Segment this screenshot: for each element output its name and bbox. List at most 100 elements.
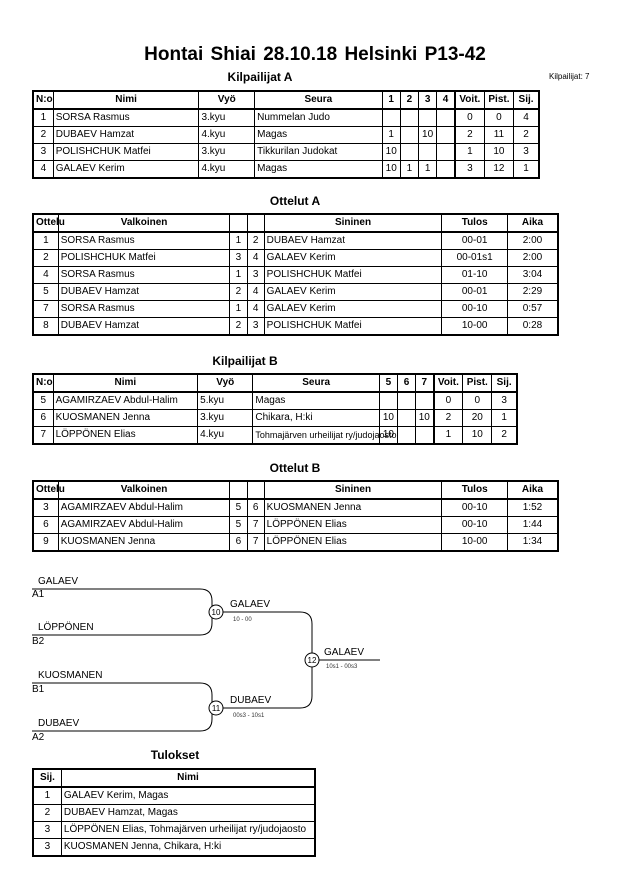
table-cell: 3 [32, 838, 62, 857]
table-cell: 4.kyu [197, 426, 254, 445]
table-cell: 7 [246, 533, 265, 552]
table-cell: 10-00 [441, 533, 508, 552]
table-cell: 10 [381, 160, 401, 179]
entry-seed: A2 [32, 732, 45, 743]
table-cell: 4 [246, 300, 265, 318]
table-cell: GALAEV Kerim [263, 300, 443, 318]
col-header: Seura [252, 373, 380, 393]
table-cell [396, 426, 417, 445]
table-cell: Magas [254, 126, 383, 144]
table-cell: 2:00 [506, 249, 559, 267]
table-cell: 10 [381, 143, 401, 161]
table-cell: AGAMIRZAEV Abdul-Halim [57, 516, 231, 534]
table-row: 5 DUBAEV Hamzat 2 4 GALAEV Kerim 00-01 2… [32, 283, 559, 301]
table-cell: 3:04 [506, 266, 559, 284]
table-cell: Chikara, H:ki [252, 409, 380, 427]
col-header [229, 480, 248, 500]
col-header: Ottelu [32, 480, 65, 500]
table-cell: 1 [32, 786, 62, 805]
table-cell: 6 [32, 516, 59, 534]
col-header: Sij. [32, 768, 62, 788]
page-title: Hontai Shiai 28.10.18 Helsinki P13-42 [144, 44, 486, 65]
match-number: 11 [212, 704, 221, 713]
table-cell: 5.kyu [197, 391, 254, 410]
bracket-lines [32, 588, 380, 732]
table-cell: GALAEV Kerim [263, 249, 443, 267]
table-cell: 1 [432, 426, 464, 445]
matches-b-title: Ottelut B [269, 461, 321, 475]
col-header: Nimi [60, 768, 316, 788]
entry-seed: B2 [32, 636, 45, 647]
table-cell: 3 [246, 317, 265, 336]
table-cell: Nummelan Judo [254, 108, 383, 127]
table-cell: SORSA Rasmus [57, 300, 231, 318]
col-header: N:o [32, 373, 54, 393]
col-header: Ottelu [32, 213, 65, 233]
table-cell: POLISHCHUK Matfei [263, 266, 443, 284]
table-cell: 7 [32, 426, 54, 445]
match-number: 10 [212, 608, 221, 617]
table-row: 7 SORSA Rasmus 1 4 GALAEV Kerim 00-10 0:… [32, 300, 559, 318]
col-header: Sininen [263, 213, 443, 233]
table-cell [415, 426, 435, 445]
col-header: Nimi [52, 373, 199, 393]
table-cell: 3 [32, 498, 59, 517]
table-cell: SORSA Rasmus [52, 108, 200, 127]
table-row: 1 GALAEV Kerim, Magas [32, 786, 316, 805]
match-circle-11 [208, 700, 224, 716]
table-cell [396, 391, 417, 410]
entry-seed: B1 [32, 684, 45, 695]
entry-name: LÖPPÖNEN [38, 621, 94, 633]
col-header: Sij. [513, 90, 540, 110]
table-cell: 4 [246, 283, 265, 301]
col-header: Tulos [441, 480, 508, 500]
entry-name: GALAEV [38, 576, 78, 587]
table-cell: KUOSMANEN Jenna [57, 533, 231, 552]
table-cell: AGAMIRZAEV Abdul-Halim [52, 391, 199, 410]
table-cell: Tohmajärven urheilijat ry/judojaosto [252, 426, 396, 445]
table-cell: 4 [513, 108, 540, 127]
table-cell: 1 [491, 409, 518, 427]
table-cell: 1 [229, 266, 248, 284]
col-header: Aika [506, 213, 559, 233]
table-cell: 01-10 [441, 266, 508, 284]
col-header: Vyö [197, 373, 254, 393]
table-cell: GALAEV Kerim [52, 160, 200, 179]
table-row: 4 SORSA Rasmus 1 3 POLISHCHUK Matfei 01-… [32, 266, 559, 284]
table-cell: AGAMIRZAEV Abdul-Halim [57, 498, 231, 517]
table-cell: 3.kyu [198, 108, 256, 127]
table-cell: 1 [229, 300, 248, 318]
table-cell [378, 391, 398, 410]
col-header: 4 [436, 90, 456, 110]
table-cell [415, 391, 435, 410]
table-cell [381, 108, 401, 127]
table-cell: 2 [246, 231, 265, 250]
match-score: 10s1 - 00s3 [326, 664, 358, 670]
table-cell: SORSA Rasmus [57, 231, 231, 250]
table-row: 3 LÖPPÖNEN Elias, Tohmajärven urheilijat… [32, 821, 316, 839]
col-header: Aika [506, 480, 559, 500]
table-cell: 10-00 [441, 317, 508, 336]
col-header: Seura [254, 90, 383, 110]
table-cell: 6 [229, 533, 248, 552]
table-cell: 0 [483, 108, 515, 127]
table-row: 3 KUOSMANEN Jenna, Chikara, H:ki [32, 838, 316, 857]
entry-name: DUBAEV [38, 718, 79, 729]
table-cell: 1 [32, 108, 54, 127]
table-cell: 00-10 [441, 498, 508, 517]
col-header: Sij. [491, 373, 518, 393]
table-cell: 10 [378, 409, 398, 427]
entry-seed: A1 [32, 589, 45, 600]
col-header: Valkoinen [57, 480, 231, 500]
table-cell: 1:44 [506, 516, 559, 534]
table-cell: 2 [32, 804, 62, 822]
col-header: 5 [378, 373, 398, 393]
table-cell: 1 [513, 160, 540, 179]
matches-a-title: Ottelut A [269, 194, 321, 208]
table-cell: 5 [32, 391, 54, 410]
table-cell [399, 108, 420, 127]
table-cell [436, 160, 456, 179]
table-cell [396, 409, 417, 427]
table-cell: Magas [252, 391, 380, 410]
table-cell: 7 [32, 300, 59, 318]
